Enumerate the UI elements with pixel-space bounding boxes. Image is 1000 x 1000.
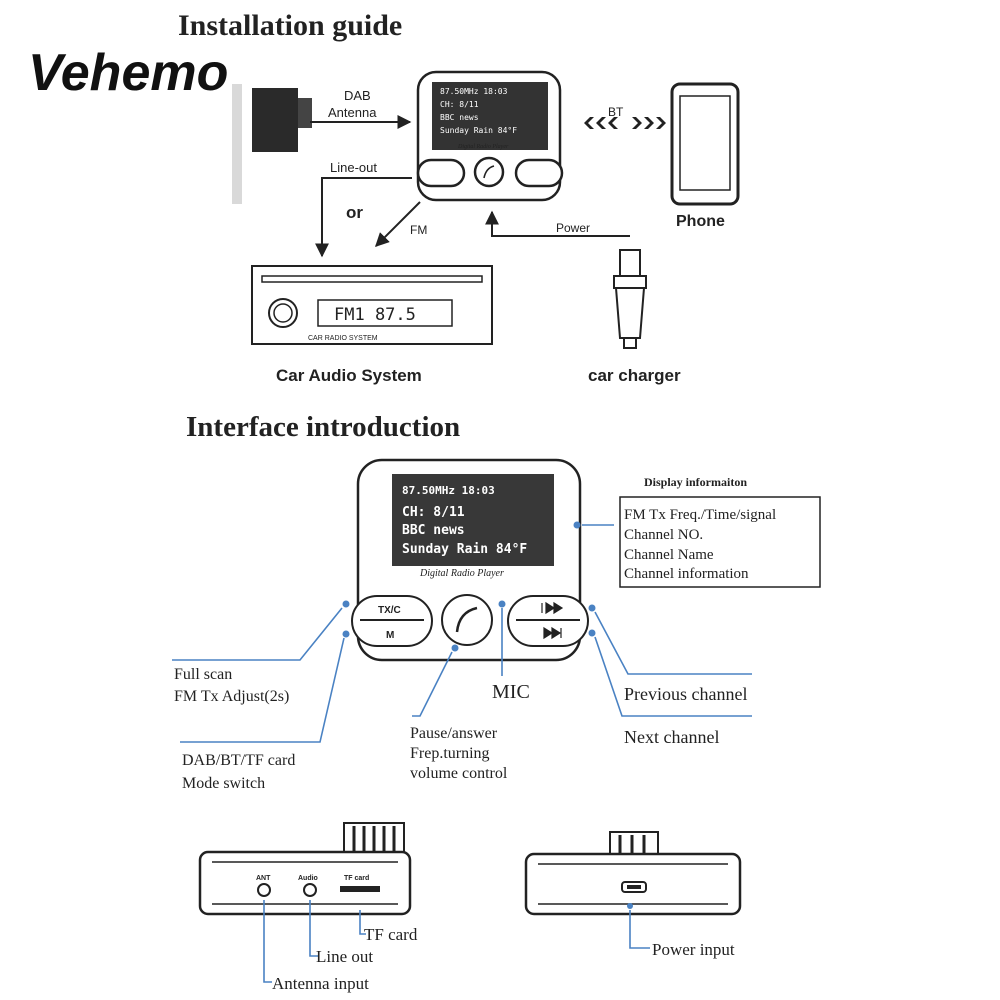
pause-answer-label: Pause/answer xyxy=(410,725,498,742)
bt-arrows xyxy=(584,117,666,129)
svg-text:BBC news: BBC news xyxy=(440,113,479,122)
dab-antenna-graphic xyxy=(232,84,312,204)
car-radio-graphic: FM1 87.5 CAR RADIO SYSTEM xyxy=(251,265,493,345)
screen-caption: Digital Radio Player xyxy=(419,568,504,579)
display-info-title: Display informaiton xyxy=(644,475,747,489)
screen-info: Sunday Rain 84°F xyxy=(402,542,527,557)
next-channel-label: Next channel xyxy=(624,727,719,747)
antenna-label: Antenna xyxy=(328,105,377,120)
mic-label: MIC xyxy=(492,681,530,703)
svg-text:CH: 8/11: CH: 8/11 xyxy=(440,100,479,109)
interface-title: Interface introduction xyxy=(186,411,460,443)
power-input-label: Power input xyxy=(652,940,735,959)
screen-status: 87.50MHz 18:03 xyxy=(402,484,495,497)
volume-control-label: volume control xyxy=(410,765,508,782)
next-icon xyxy=(543,626,562,640)
right-button[interactable] xyxy=(507,595,589,647)
svg-text:Sunday Rain 84°F: Sunday Rain 84°F xyxy=(440,126,517,135)
tf-port-label: TF card xyxy=(344,875,369,882)
car-radio-display: FM1 87.5 xyxy=(334,305,416,325)
display-info-freq: FM Tx Freq./Time/signal xyxy=(624,507,776,523)
left-button[interactable]: TX/C M xyxy=(351,595,433,647)
device-top: 87.50MHz 18:03 CH: 8/11 BBC news Sunday … xyxy=(416,70,564,202)
car-charger-label: car charger xyxy=(588,366,681,385)
bt-label: BT xyxy=(608,105,624,119)
display-info-channel-no: Channel NO. xyxy=(624,527,703,543)
tf-card-label: TF card xyxy=(364,925,418,944)
line-out-port-label: Line out xyxy=(316,947,373,966)
svg-text:87.50MHz 18:03: 87.50MHz 18:03 xyxy=(440,87,508,96)
mode-switch-label-1: DAB/BT/TF card xyxy=(182,752,295,769)
display-info-channel-info: Channel information xyxy=(624,566,749,582)
txc-label: TX/C xyxy=(378,605,401,616)
audio-port-label: Audio xyxy=(298,875,318,882)
car-charger-graphic xyxy=(613,249,647,349)
previous-channel-label: Previous channel xyxy=(624,684,747,704)
freq-turning-label: Frep.turning xyxy=(410,745,490,762)
car-audio-label: Car Audio System xyxy=(276,366,422,385)
dab-label: DAB xyxy=(344,88,371,103)
mode-switch-label-2: Mode switch xyxy=(182,775,265,792)
power-label: Power xyxy=(556,221,590,235)
phone-label: Phone xyxy=(676,213,725,230)
display-info-channel-name: Channel Name xyxy=(624,547,714,563)
or-label: or xyxy=(346,203,363,222)
screen-channel: CH: 8/11 xyxy=(402,505,465,520)
display-info-box xyxy=(619,496,821,588)
full-scan-label: Full scan xyxy=(174,666,232,683)
brand-logo: Vehemo xyxy=(28,44,228,102)
car-radio-caption: CAR RADIO SYSTEM xyxy=(308,335,378,342)
device-side-ports: ANT Audio TF card xyxy=(198,822,412,916)
device-side-power xyxy=(524,831,742,916)
center-button[interactable] xyxy=(441,594,493,646)
ant-port-label: ANT xyxy=(256,875,271,882)
antenna-input-label: Antenna input xyxy=(272,974,369,993)
fm-label: FM xyxy=(410,223,427,237)
m-label: M xyxy=(386,630,394,641)
fm-tx-adjust-label: FM Tx Adjust(2s) xyxy=(174,688,289,705)
installation-title: Installation guide xyxy=(178,9,402,42)
previous-icon xyxy=(541,601,564,615)
svg-text:Digital Radio Player: Digital Radio Player xyxy=(457,144,509,150)
line-out-label: Line-out xyxy=(330,160,377,175)
screen-name: BBC news xyxy=(402,523,465,538)
phone-graphic xyxy=(670,82,740,206)
